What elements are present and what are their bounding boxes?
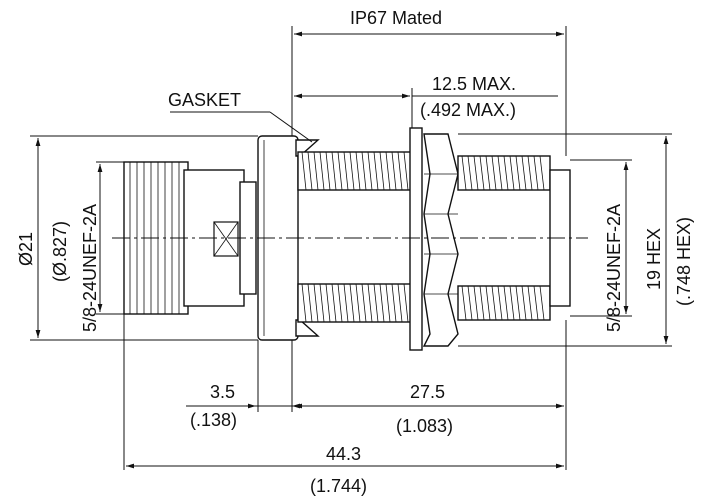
total-in-label: (1.744) (310, 476, 367, 496)
right-thread-dimension (570, 159, 632, 317)
shaft-threads (301, 151, 409, 323)
d1-in-label: (.138) (190, 410, 237, 430)
lower-shaft (297, 283, 413, 323)
d2-mm-label: 27.5 (410, 382, 445, 402)
thread-left-label: 5/8-24UNEF-2A (80, 204, 100, 332)
gasket-leader (269, 111, 313, 143)
washer (409, 127, 423, 351)
d1-mm-label: 3.5 (210, 382, 235, 402)
diameter-dimension (30, 135, 258, 341)
upper-shaft (297, 151, 413, 191)
hex-mm-label: 19 HEX (644, 228, 664, 290)
thread-right-label: 5/8-24UNEF-2A (604, 204, 624, 332)
max-in-label: (.492 MAX.) (420, 100, 516, 120)
max-mm-label: 12.5 MAX. (432, 74, 516, 94)
total-mm-label: 44.3 (326, 444, 361, 464)
dia-mm-label: Ø21 (16, 232, 36, 266)
ip67-label: IP67 Mated (350, 8, 442, 28)
left-thread-dimension (96, 161, 124, 315)
hex-in-label: (.748 HEX) (674, 217, 694, 306)
connector-body (112, 127, 588, 351)
dia-in-label: (Ø.827) (50, 221, 70, 282)
d2-in-label: (1.083) (396, 416, 453, 436)
max-dimension (294, 88, 558, 128)
gasket-label: GASKET (168, 90, 241, 110)
pin-mark (213, 221, 239, 257)
hex-nut (422, 133, 459, 347)
hex-dimension (458, 133, 672, 347)
right-threads (461, 155, 545, 321)
